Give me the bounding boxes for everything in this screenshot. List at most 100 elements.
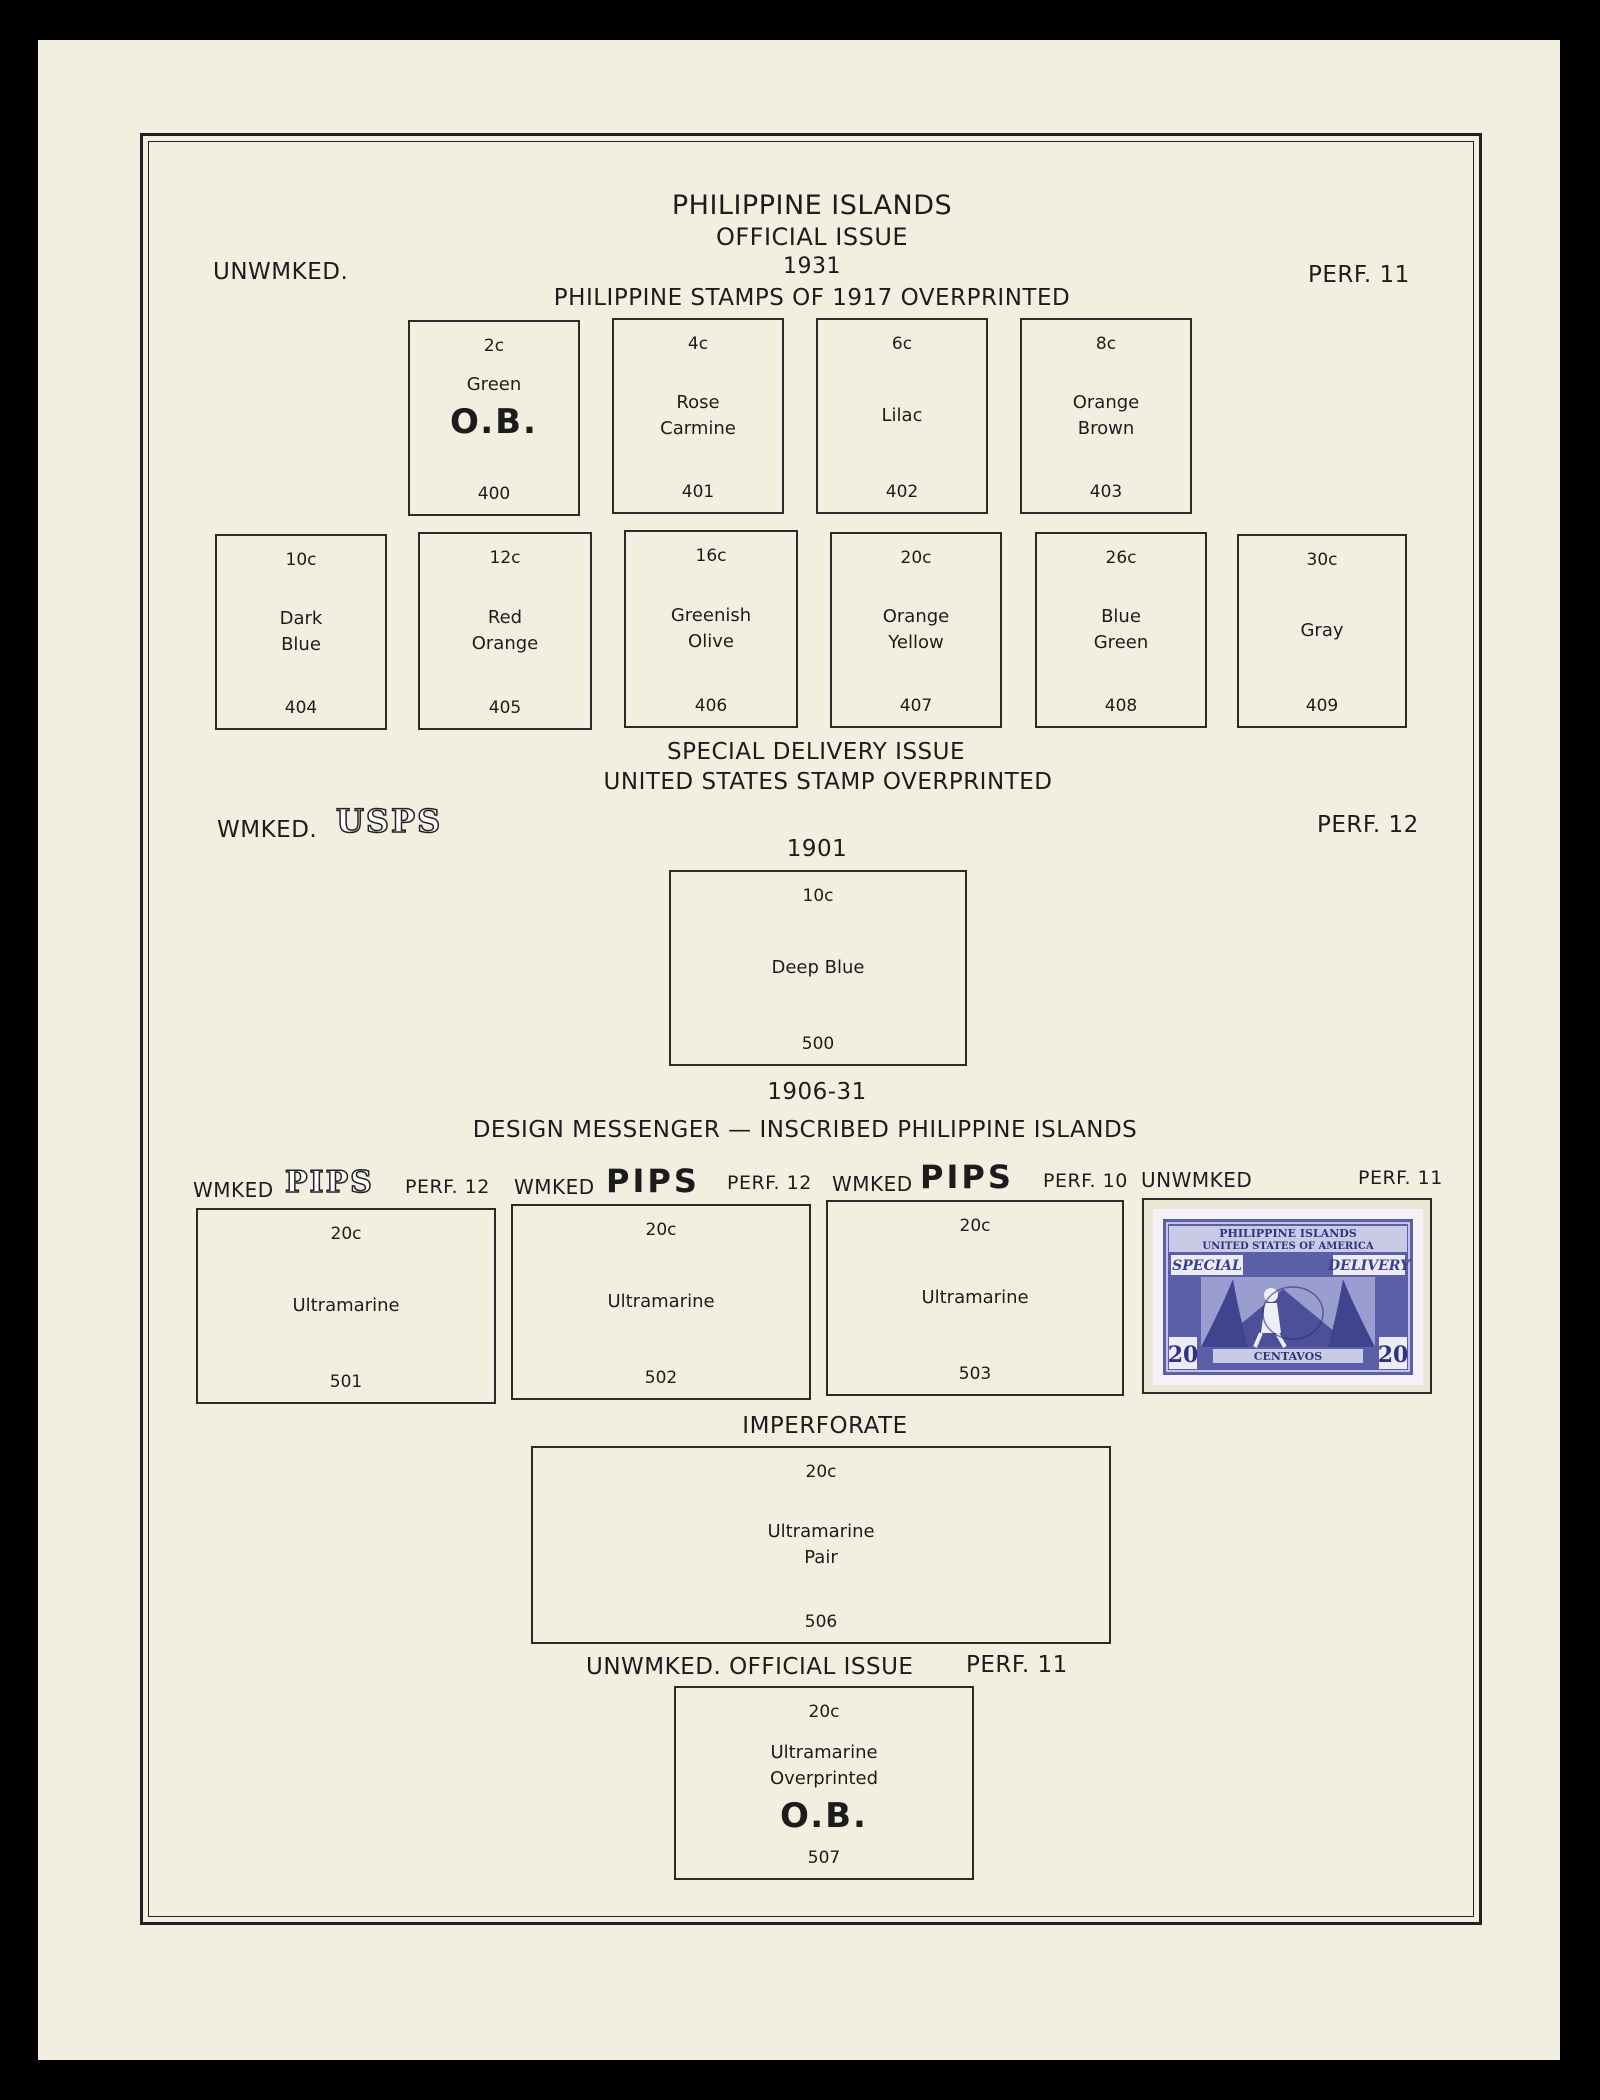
color-name: Green <box>466 374 522 395</box>
denomination: 4c <box>687 334 709 354</box>
imperforate-heading: IMPERFORATE <box>742 1413 908 1439</box>
catalog-number: 507 <box>807 1848 841 1868</box>
denomination: 2c <box>483 336 505 356</box>
stamp-space-407: 20c Orange Yellow 407 <box>830 532 1002 728</box>
color-note: Overprinted <box>769 1768 879 1789</box>
color-name: Ultramarine <box>767 1521 875 1542</box>
catalog-number: 409 <box>1305 696 1339 716</box>
stamp-space-503: 20c Ultramarine 503 <box>826 1200 1124 1396</box>
stamp-space-408: 26c Blue Green 408 <box>1035 532 1207 728</box>
color-note: Pair <box>804 1547 838 1568</box>
stamp-space-506: 20c Ultramarine Pair 506 <box>531 1446 1111 1644</box>
color-name: Blue Green <box>1093 606 1149 653</box>
catalog-number: 500 <box>801 1034 835 1054</box>
stamp-space-502: 20c Ultramarine 502 <box>511 1204 811 1400</box>
perf-label: PERF. 12 <box>1317 812 1419 838</box>
perf-label: PERF. 11 <box>1358 1167 1443 1189</box>
denomination: 20c <box>808 1702 840 1722</box>
perf-label: PERF. 12 <box>727 1172 812 1194</box>
denomination: 8c <box>1095 334 1117 354</box>
watermark-pips-mark: PIPS <box>284 1164 374 1201</box>
denomination: 30c <box>1306 550 1338 570</box>
watermark-label: UNWMKED <box>1141 1168 1253 1192</box>
color-name: Greenish Olive <box>670 605 752 652</box>
stamp-space-406: 16c Greenish Olive 406 <box>624 530 798 728</box>
watermark-label: UNWMKED. <box>213 259 349 285</box>
special-delivery-subtitle: UNITED STATES STAMP OVERPRINTED <box>603 769 1053 795</box>
watermark-label: WMKED <box>514 1175 595 1199</box>
color-name: Ultramarine <box>607 1291 715 1312</box>
stamp-left-label: SPECIAL <box>1172 1258 1242 1274</box>
catalog-number: 405 <box>488 698 522 718</box>
stamp-top-line-1: PHILIPPINE ISLANDS <box>1219 1227 1357 1240</box>
denomination: 20c <box>959 1216 991 1236</box>
issue-subtitle: PHILIPPINE STAMPS OF 1917 OVERPRINTED <box>553 285 1071 311</box>
messenger-heading: DESIGN MESSENGER — INSCRIBED PHILIPPINE … <box>472 1117 1138 1143</box>
catalog-number: 501 <box>329 1372 363 1392</box>
issue-year: 1901 <box>786 836 848 862</box>
catalog-number: 406 <box>694 696 728 716</box>
color-name: Ultramarine <box>770 1742 878 1763</box>
catalog-number: 400 <box>477 484 511 504</box>
color-name: Lilac <box>881 405 923 426</box>
watermark-label: WMKED <box>193 1178 274 1202</box>
color-name: Orange Brown <box>1072 392 1140 439</box>
denomination: 20c <box>330 1224 362 1244</box>
special-delivery-heading: SPECIAL DELIVERY ISSUE <box>666 739 966 765</box>
perf-label: PERF. 12 <box>405 1176 490 1198</box>
denomination: 10c <box>802 886 834 906</box>
overprint-text: O.B. <box>450 402 538 442</box>
overprint-text: O.B. <box>780 1796 868 1836</box>
perf-label: PERF. 11 <box>1308 262 1410 288</box>
stamp-bottom-label: CENTAVOS <box>1254 1350 1322 1363</box>
catalog-number: 401 <box>681 482 715 502</box>
watermark-usps-mark: USPS <box>335 801 443 841</box>
denomination: 12c <box>489 548 521 568</box>
album-page <box>38 40 1560 2060</box>
denomination: 10c <box>285 550 317 570</box>
denomination: 16c <box>695 546 727 566</box>
watermark-label: WMKED. <box>217 817 318 843</box>
catalog-number: 408 <box>1104 696 1138 716</box>
perf-label: PERF. 11 <box>966 1652 1068 1678</box>
catalog-number: 407 <box>899 696 933 716</box>
color-name: Deep Blue <box>771 957 865 978</box>
mounted-stamp-slot: PHILIPPINE ISLANDS UNITED STATES OF AMER… <box>1142 1198 1432 1394</box>
color-name: Ultramarine <box>921 1287 1029 1308</box>
denomination: 20c <box>900 548 932 568</box>
color-name: Red Orange <box>471 607 539 654</box>
stamp-value-right: 20 <box>1378 1342 1409 1368</box>
page-border-outer <box>140 133 1482 1925</box>
stamp-space-404: 10c Dark Blue 404 <box>215 534 387 730</box>
denomination: 6c <box>891 334 913 354</box>
stamp-space-400: 2c Green O.B. 400 <box>408 320 580 516</box>
catalog-number: 402 <box>885 482 919 502</box>
stamp-space-507: 20c Ultramarine Overprinted O.B. 507 <box>674 1686 974 1880</box>
color-name: Rose Carmine <box>660 392 736 439</box>
color-name: Dark Blue <box>279 608 323 655</box>
catalog-number: 506 <box>804 1612 838 1632</box>
official-issue-heading: UNWMKED. OFFICIAL ISSUE <box>586 1654 914 1680</box>
stamp-space-405: 12c Red Orange 405 <box>418 532 592 730</box>
stamp-space-500: 10c Deep Blue 500 <box>669 870 967 1066</box>
color-name: Ultramarine <box>292 1295 400 1316</box>
catalog-number: 403 <box>1089 482 1123 502</box>
stamp-right-label: DELIVERY <box>1327 1258 1412 1274</box>
stamp-top-line-2: UNITED STATES OF AMERICA <box>1202 1241 1374 1252</box>
catalog-number: 503 <box>958 1364 992 1384</box>
watermark-pips-mark: PIPS <box>606 1162 700 1200</box>
denomination: 20c <box>645 1220 677 1240</box>
denomination: 20c <box>805 1462 837 1482</box>
stamp-value-left: 20 <box>1168 1342 1199 1368</box>
stamp-space-403: 8c Orange Brown 403 <box>1020 318 1192 514</box>
issue-heading: OFFICIAL ISSUE <box>715 223 909 251</box>
perf-label: PERF. 10 <box>1043 1170 1128 1192</box>
watermark-label: WMKED <box>832 1172 913 1196</box>
stamp-space-501: 20c Ultramarine 501 <box>196 1208 496 1404</box>
stamp-space-409: 30c Gray 409 <box>1237 534 1407 728</box>
denomination: 26c <box>1105 548 1137 568</box>
stamp-space-401: 4c Rose Carmine 401 <box>612 318 784 514</box>
issue-year: 1906-31 <box>767 1079 867 1105</box>
catalog-number: 404 <box>284 698 318 718</box>
watermark-pips-mark: PIPS <box>920 1158 1014 1196</box>
